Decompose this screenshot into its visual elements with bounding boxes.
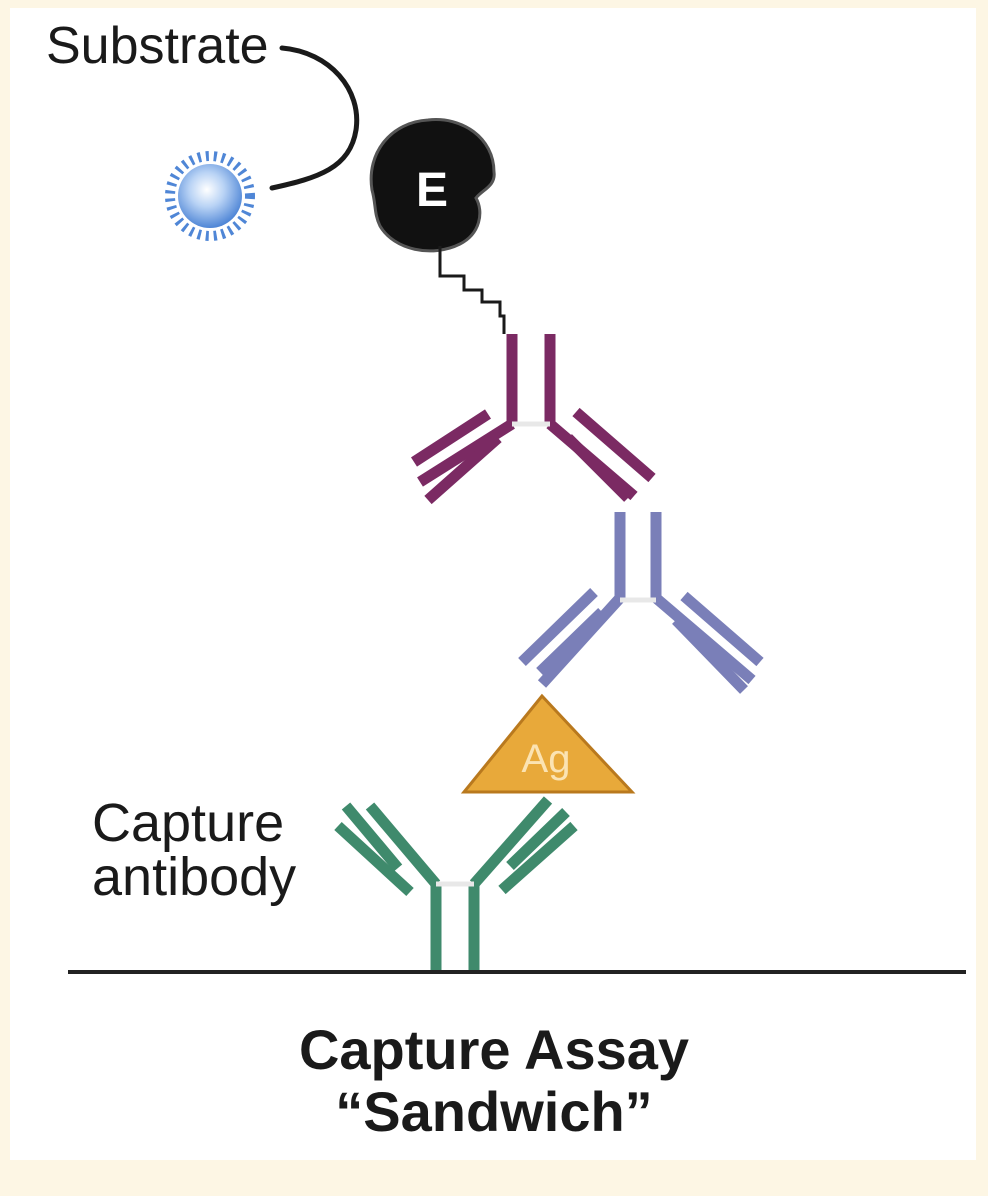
secondary-antibody: [411, 334, 656, 505]
capture-antibody: [334, 796, 578, 972]
substrate-connector: [269, 45, 360, 191]
primary-antibody: [518, 512, 764, 694]
enzyme-label: E: [416, 164, 448, 217]
substrate-molecule-icon: [165, 151, 255, 241]
diagram-title: Capture Assay: [298, 1018, 690, 1081]
substrate-label: Substrate: [46, 17, 269, 75]
enzyme-icon: E: [369, 118, 496, 253]
antigen-label: Ag: [522, 737, 571, 781]
antigen-icon: Ag: [460, 693, 636, 794]
diagram-subtitle: “Sandwich”: [335, 1080, 653, 1143]
capture-antibody-label-line1: Capture: [92, 793, 285, 853]
capture-antibody-label-line2: antibody: [92, 847, 297, 907]
enzyme-linker: [438, 246, 506, 334]
capture-antibody-label: Capture antibody: [92, 796, 296, 904]
